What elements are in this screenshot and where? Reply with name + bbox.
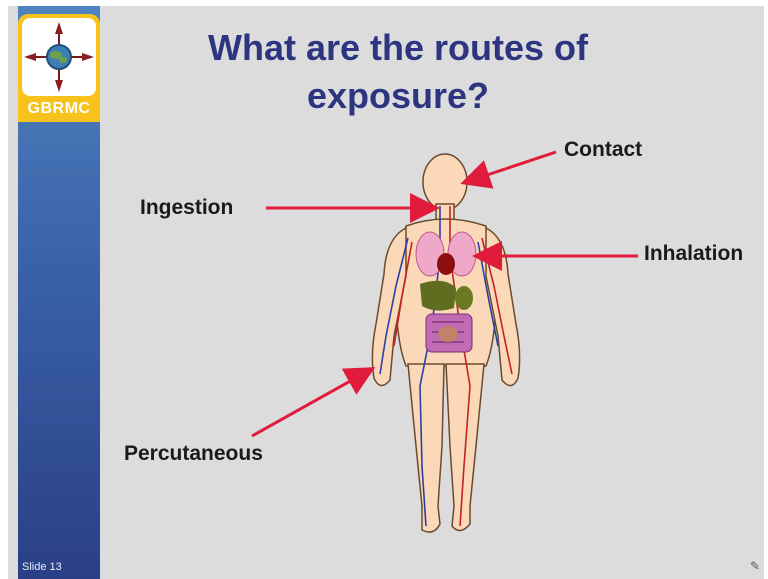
arrows-layer (8, 6, 764, 579)
label-ingestion: Ingestion (140, 196, 233, 220)
sound-icon: ✎ (750, 559, 760, 573)
slide: GBRMC Slide 13 What are the routes of ex… (8, 6, 764, 579)
label-contact: Contact (564, 138, 642, 162)
arrow-percutaneous (252, 370, 370, 436)
arrow-contact (466, 152, 556, 182)
label-percutaneous: Percutaneous (124, 442, 263, 466)
label-inhalation: Inhalation (644, 242, 743, 266)
